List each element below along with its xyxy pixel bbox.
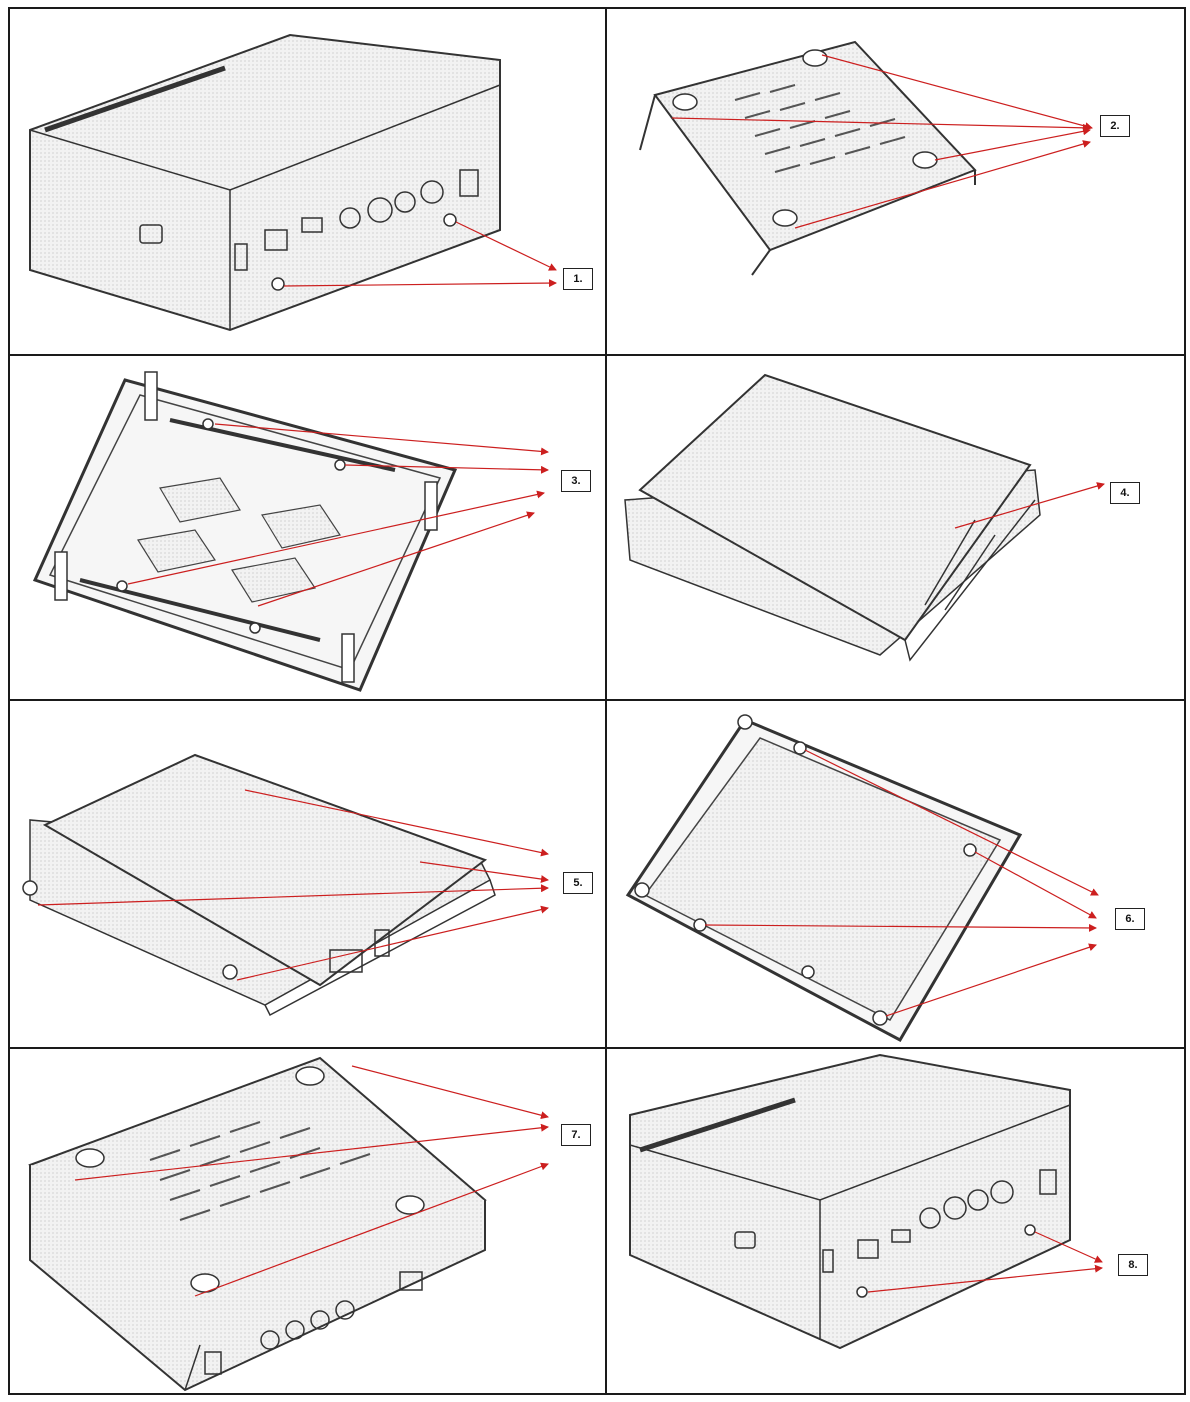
step-label-2: 2. — [1100, 115, 1130, 137]
drawing-step-7 — [28, 1056, 549, 1392]
step-label-3: 3. — [561, 470, 591, 492]
step-label-5: 5. — [563, 872, 593, 894]
drawing-step-8 — [629, 1053, 1103, 1350]
drawing-step-4 — [624, 373, 1105, 662]
drawing-step-3 — [32, 371, 549, 692]
step-label-8: 8. — [1118, 1254, 1148, 1276]
drawing-step-2 — [639, 40, 1093, 276]
drawing-step-5 — [22, 753, 549, 1017]
drawing-step-1 — [29, 33, 557, 332]
step-label-1: 1. — [563, 268, 593, 290]
step-label-7: 7. — [561, 1124, 591, 1146]
step-label-6: 6. — [1115, 908, 1145, 930]
step-label-4: 4. — [1110, 482, 1140, 504]
drawing-step-6 — [625, 714, 1099, 1043]
